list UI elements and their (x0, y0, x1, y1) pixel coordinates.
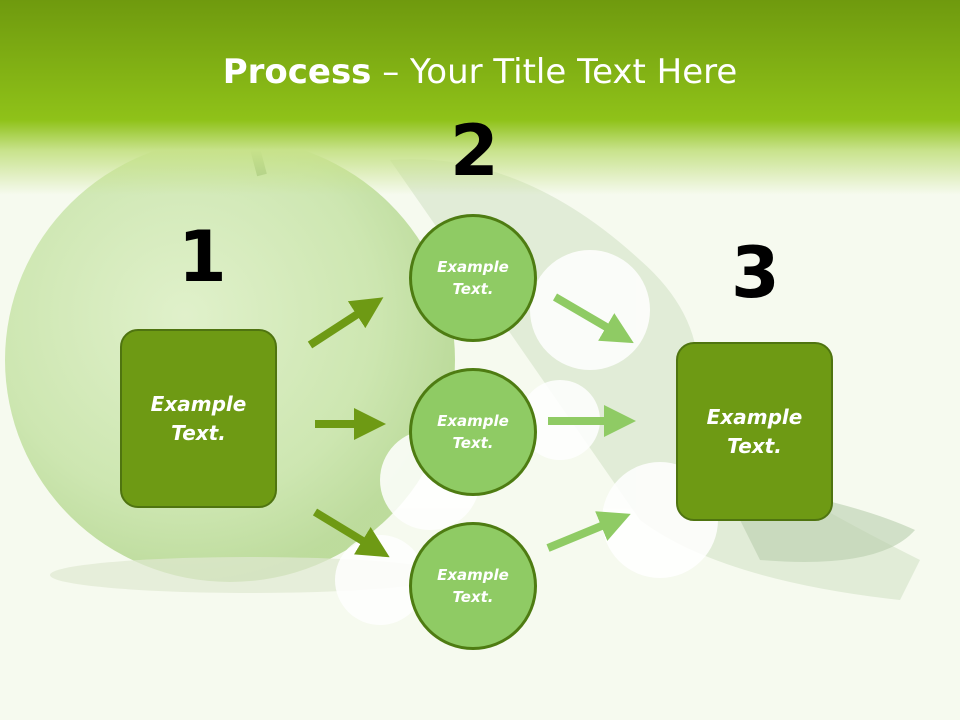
arrow-1-to-bottom (312, 508, 390, 558)
step-number-1: 1 (178, 216, 227, 298)
step-3-box: Example Text. (676, 342, 833, 521)
step-number-2: 2 (450, 110, 499, 192)
title-bold: Process (222, 52, 372, 92)
step-1-text: Example Text. (150, 391, 247, 445)
title-rest: – Your Title Text Here (371, 52, 738, 92)
circle-bottom: Example Text. (409, 522, 537, 650)
title-banner (0, 0, 960, 195)
circle-top-text: Example Text. (437, 257, 509, 299)
arrow-bottom-to-3 (546, 511, 631, 552)
arrow-top-to-3 (552, 293, 634, 344)
circle-middle: Example Text. (409, 368, 537, 496)
circle-bottom-text: Example Text. (437, 565, 509, 607)
circle-middle-text: Example Text. (437, 411, 509, 453)
circle-top: Example Text. (409, 214, 537, 342)
step-number-3: 3 (731, 232, 780, 314)
arrow-1-to-top (307, 297, 384, 349)
page-title: Process – Your Title Text Here (0, 52, 960, 92)
step-3-text: Example Text. (706, 404, 803, 458)
step-1-box: Example Text. (120, 329, 277, 508)
